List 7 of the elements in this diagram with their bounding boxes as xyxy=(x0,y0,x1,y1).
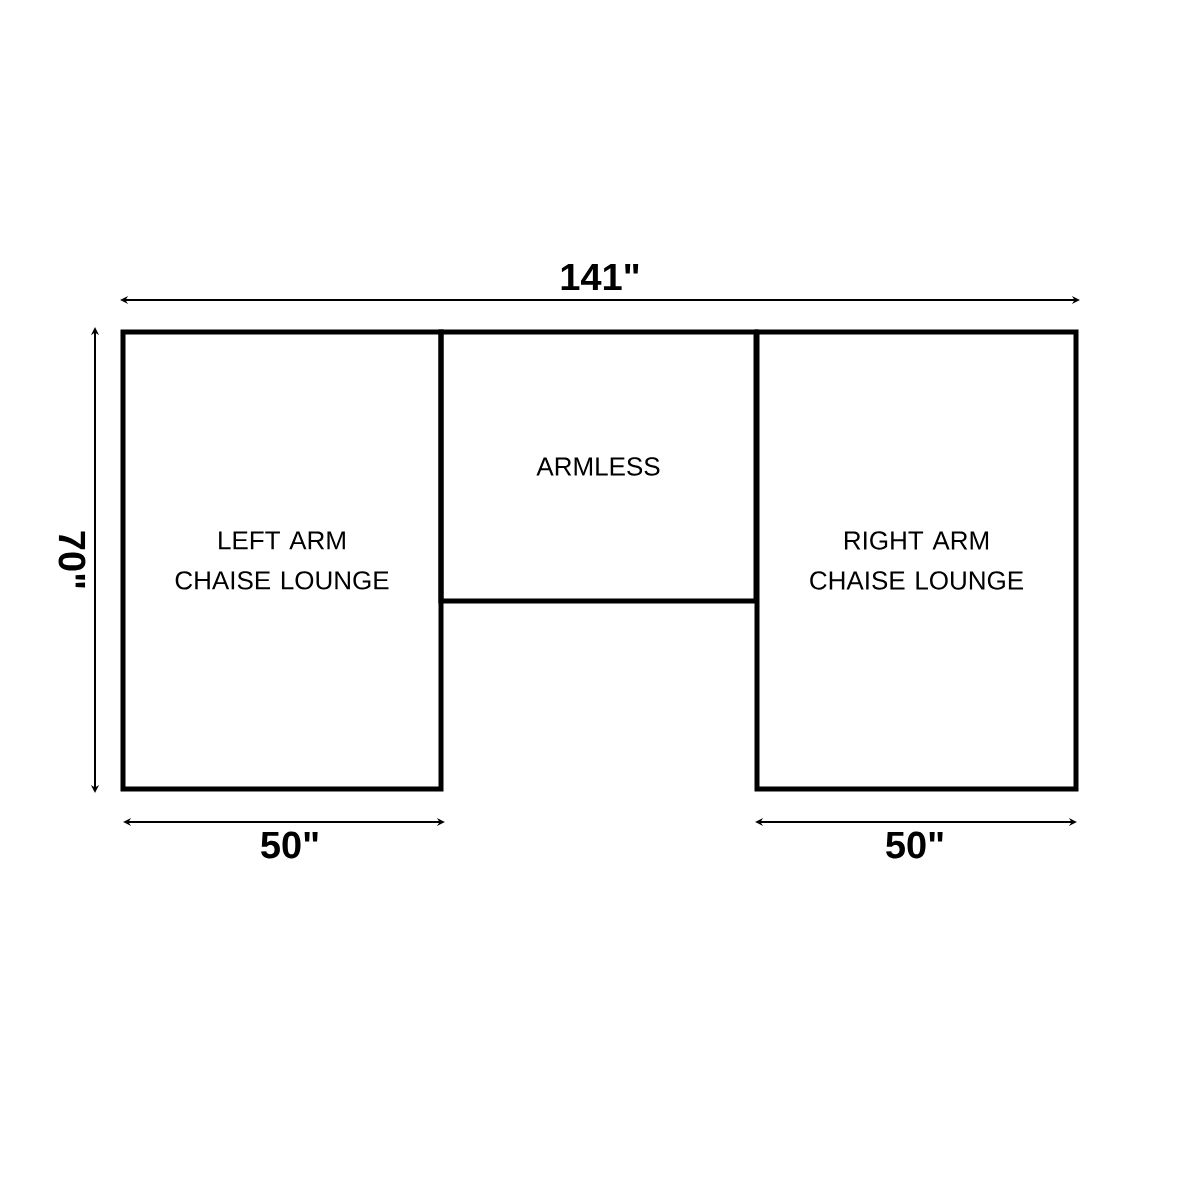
dimension-label: 50" xyxy=(261,831,318,859)
sofa-section: ARMLESS xyxy=(438,329,759,604)
dimension-label: 50" xyxy=(886,831,943,859)
sofa-section: RIGHT ARM CHAISE LOUNGE xyxy=(754,329,1079,792)
dimension-label: 70" xyxy=(58,531,86,588)
dimension-label: 141" xyxy=(561,263,639,291)
sofa-section: LEFT ARM CHAISE LOUNGE xyxy=(120,329,444,792)
